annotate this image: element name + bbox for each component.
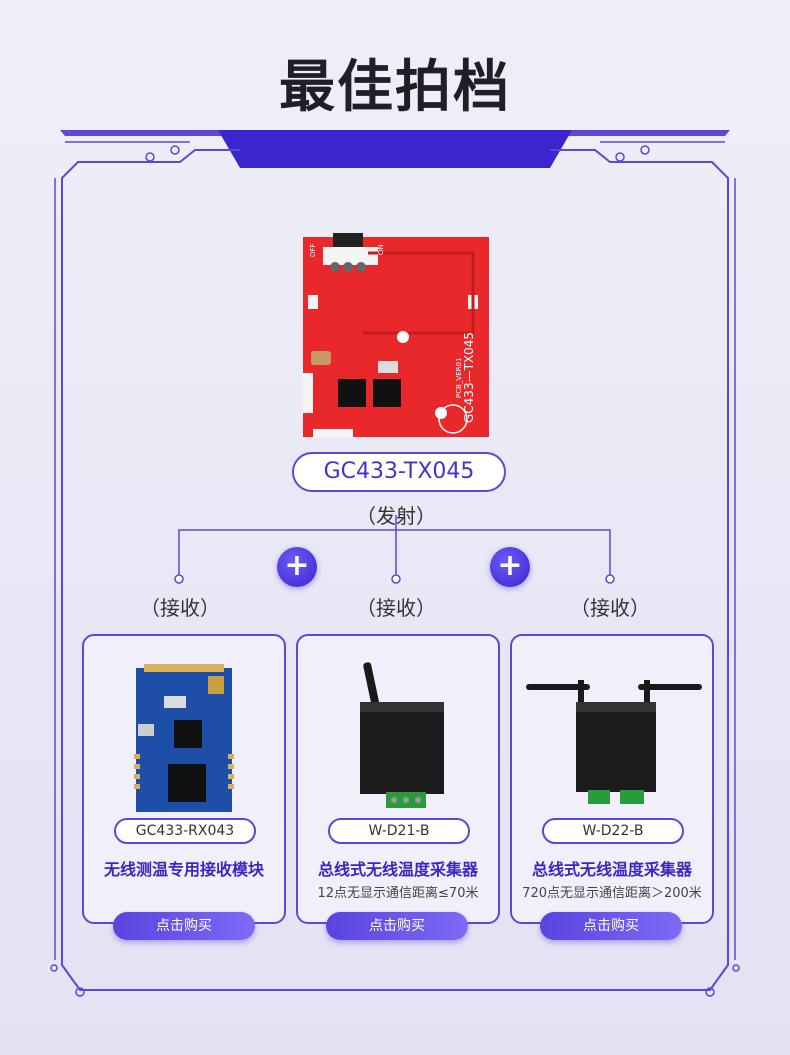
product-name: 无线测温专用接收模块 — [103, 860, 264, 879]
product-card-rx043[interactable]: GC433-RX043 无线测温专用接收模块 — [82, 634, 286, 924]
receiver-label: （接收） — [570, 596, 650, 620]
model-badge: W-D21-B — [328, 818, 470, 844]
model-badge: W-D22-B — [542, 818, 684, 844]
plus-icon: + — [277, 547, 317, 587]
receiver-label: （接收） — [356, 596, 436, 620]
switch-on-label: ON — [377, 244, 385, 255]
page-title: 最佳拍档 — [279, 55, 511, 120]
transmitter-role-label: （发射） — [356, 504, 436, 528]
main-model-badge: GC433-TX045 — [292, 452, 506, 492]
product-name: 总线式无线温度采集器 — [531, 860, 692, 879]
receiver-module-image — [134, 664, 234, 816]
product-description: 12点无显示通信距离≤70米 — [317, 886, 479, 901]
collector-wd22b-image — [526, 676, 702, 816]
buy-button-wd22b[interactable]: 点击购买 — [540, 912, 682, 940]
pcb-label: GC433—TX045 — [462, 332, 476, 423]
product-name: 总线式无线温度采集器 — [317, 860, 478, 879]
buy-button-rx043[interactable]: 点击购买 — [113, 912, 255, 940]
collector-wd21b-image — [344, 658, 464, 818]
product-card-wd21b[interactable]: W-D21-B 总线式无线温度采集器 12点无显示通信距离≤70米 — [296, 634, 500, 924]
buy-button-wd21b[interactable]: 点击购买 — [326, 912, 468, 940]
plus-icon: + — [490, 547, 530, 587]
pcb-version-label: PCB_VER01 — [455, 358, 463, 398]
transmitter-pcb-image: GC433—TX045 PCB_VER01 OFF ON — [303, 227, 489, 437]
product-description: 720点无显示通信距离＞200米 — [522, 886, 702, 901]
product-card-wd22b[interactable]: W-D22-B 总线式无线温度采集器 720点无显示通信距离＞200米 — [510, 634, 714, 924]
receiver-label: （接收） — [140, 596, 220, 620]
switch-off-label: OFF — [309, 243, 317, 257]
model-badge: GC433-RX043 — [114, 818, 256, 844]
